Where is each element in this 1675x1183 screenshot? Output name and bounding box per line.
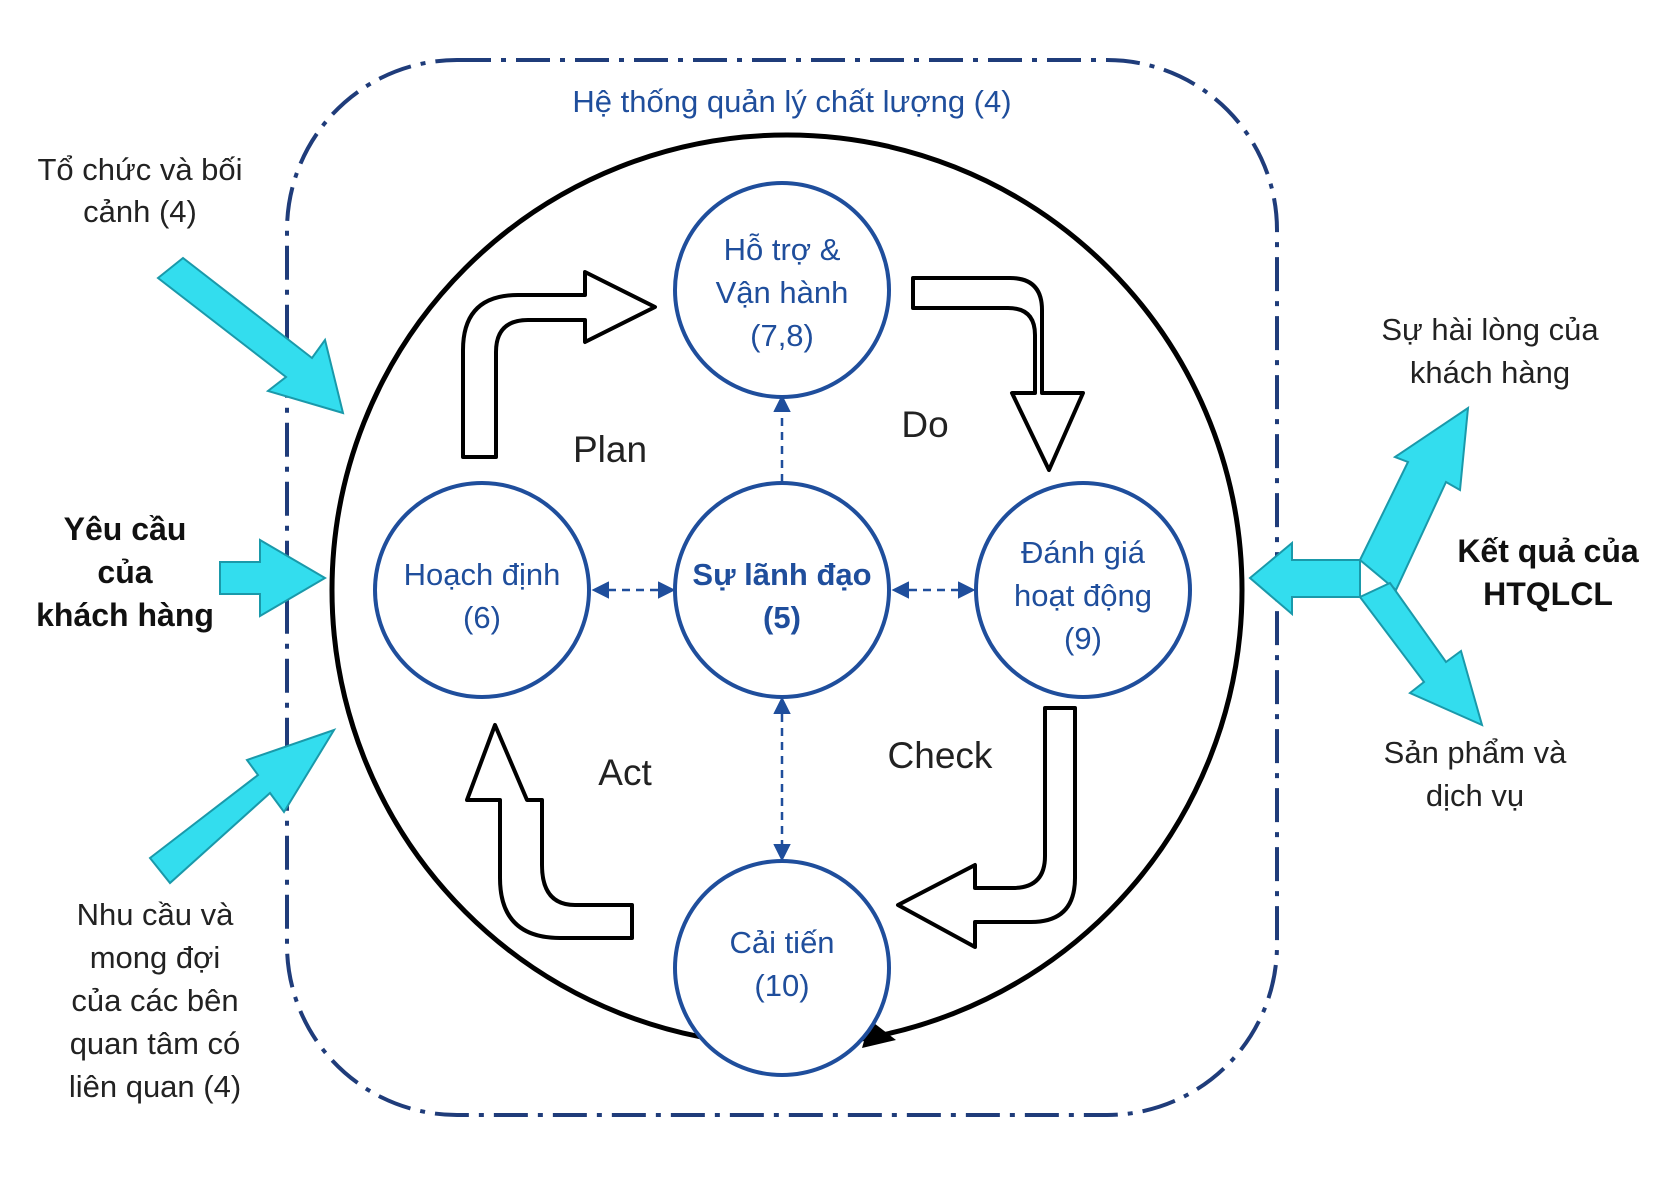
- products-output-arrow: [1358, 581, 1484, 727]
- svg-text:Đánh giá: Đánh giá: [1021, 535, 1146, 570]
- support-operation-circle: [673, 181, 891, 399]
- svg-text:Kết quả của: Kết quả của: [1457, 533, 1639, 569]
- svg-text:(9): (9): [1064, 621, 1102, 656]
- svg-text:(7,8): (7,8): [750, 318, 814, 353]
- system-title: Hệ thống quản lý chất lượng (4): [572, 84, 1011, 119]
- svg-text:Yêu cầu: Yêu cầu: [64, 511, 187, 547]
- interested-parties-input-arrow: [148, 728, 337, 885]
- svg-text:Tổ chức và bối: Tổ chức và bối: [37, 152, 242, 187]
- do-label: Do: [901, 404, 948, 445]
- do-arrow: [911, 276, 1085, 472]
- svg-text:quan tâm có: quan tâm có: [70, 1026, 241, 1061]
- svg-text:Hỗ trợ &: Hỗ trợ &: [724, 232, 841, 267]
- svg-text:Sự lãnh đạo: Sự lãnh đạo: [692, 557, 871, 592]
- svg-text:Cải tiến: Cải tiến: [729, 925, 834, 960]
- svg-text:cảnh (4): cảnh (4): [83, 194, 197, 229]
- satisfaction-output-arrow: [1358, 405, 1470, 592]
- check-arrow: [896, 706, 1077, 949]
- check-label: Check: [888, 735, 993, 776]
- plan-label: Plan: [573, 429, 647, 470]
- svg-text:của: của: [97, 554, 152, 590]
- improvement-circle: [673, 859, 891, 1077]
- svg-text:(10): (10): [754, 968, 809, 1003]
- context-input-label: Tổ chức và bối cảnh (4): [37, 152, 242, 229]
- improvement-label: Cải tiến (10): [729, 925, 834, 1003]
- context-input-arrow: [156, 256, 345, 415]
- svg-text:của các bên: của các bên: [71, 983, 238, 1018]
- act-arrow: [465, 723, 634, 940]
- requirements-input-label: Yêu cầu của khách hàng: [36, 511, 214, 633]
- planning-label: Hoạch định (6): [404, 557, 561, 635]
- interested-parties-input-label: Nhu cầu và mong đợi của các bên quan tâm…: [69, 897, 241, 1104]
- svg-text:Hoạch định: Hoạch định: [404, 557, 561, 592]
- svg-text:Sản phẩm và: Sản phẩm và: [1384, 735, 1567, 770]
- support-operation-label: Hỗ trợ & Vận hành (7,8): [716, 232, 849, 353]
- svg-text:dịch vụ: dịch vụ: [1426, 778, 1524, 813]
- svg-text:khách hàng: khách hàng: [36, 597, 214, 633]
- svg-text:hoạt động: hoạt động: [1014, 578, 1152, 613]
- svg-text:HTQLCL: HTQLCL: [1483, 576, 1613, 612]
- svg-text:Sự hài lòng của: Sự hài lòng của: [1381, 312, 1599, 347]
- act-label: Act: [598, 752, 652, 793]
- svg-text:(6): (6): [463, 600, 501, 635]
- svg-text:Vận hành: Vận hành: [716, 275, 849, 310]
- products-output-label: Sản phẩm và dịch vụ: [1384, 735, 1567, 813]
- svg-text:liên quan (4): liên quan (4): [69, 1069, 241, 1104]
- satisfaction-output-label: Sự hài lòng của khách hàng: [1381, 312, 1599, 390]
- svg-text:mong đợi: mong đợi: [90, 940, 221, 975]
- requirements-input-arrow: [219, 538, 327, 618]
- results-output-arrow: [1248, 540, 1361, 617]
- svg-text:khách hàng: khách hàng: [1410, 355, 1570, 390]
- svg-text:Nhu cầu và: Nhu cầu và: [77, 897, 235, 932]
- svg-text:(5): (5): [763, 600, 801, 635]
- evaluation-circle: [974, 481, 1192, 699]
- leadership-circle: [673, 481, 891, 699]
- plan-arrow: [461, 270, 657, 459]
- evaluation-label: Đánh giá hoạt động (9): [1014, 535, 1152, 656]
- leadership-label: Sự lãnh đạo (5): [692, 557, 871, 635]
- planning-circle: [373, 481, 591, 699]
- results-output-label: Kết quả của HTQLCL: [1457, 533, 1639, 612]
